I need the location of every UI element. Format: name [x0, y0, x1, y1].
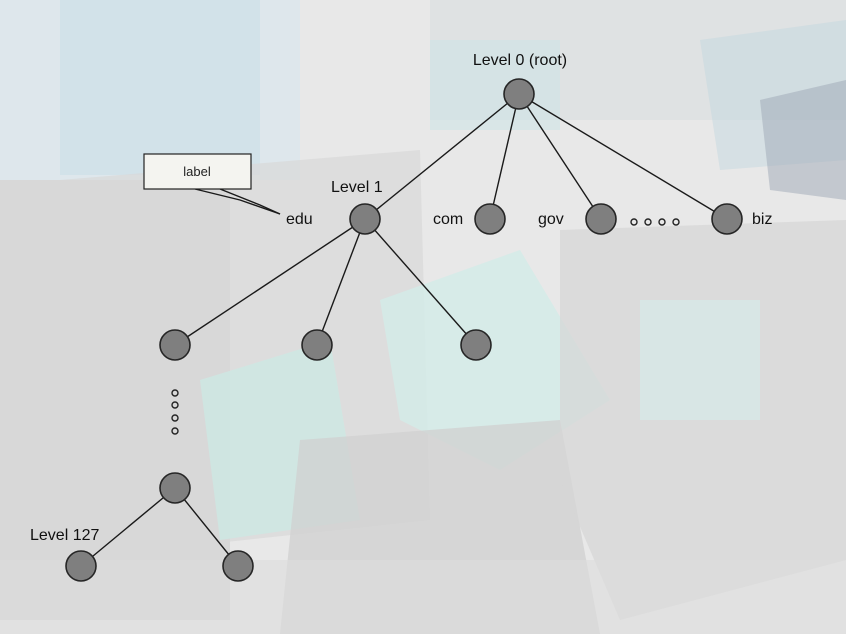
edge-edu-child3: [364, 218, 477, 346]
edge-edu-child1: [174, 218, 366, 346]
callout-pointer: [194, 188, 281, 215]
edge-root-gov: [518, 93, 602, 220]
deep-node: [159, 472, 191, 504]
biz-label: biz: [752, 211, 772, 228]
edu-child-node-3: [460, 329, 492, 361]
ellipsis-dot: [630, 218, 638, 226]
level127-label: Level 127: [30, 527, 99, 544]
edge-root-biz: [518, 93, 728, 220]
root-node: [503, 78, 535, 110]
root-label: Level 0 (root): [473, 52, 567, 69]
edu-node: [349, 203, 381, 235]
callout-pointer-2: [219, 188, 281, 215]
ellipsis-dot: [658, 218, 666, 226]
edge-deep-left: [80, 487, 176, 567]
ellipsis-dot: [171, 414, 179, 422]
edge-deep-right: [174, 487, 239, 567]
level127-node-left: [65, 550, 97, 582]
edu-child-node-1: [159, 329, 191, 361]
ellipsis-dot: [171, 427, 179, 435]
ellipsis-dot: [672, 218, 680, 226]
ellipsis-dot: [644, 218, 652, 226]
edge-root-com: [489, 93, 520, 220]
edge-root-edu: [364, 93, 520, 220]
com-node: [474, 203, 506, 235]
callout-box: [143, 153, 252, 190]
gov-node: [585, 203, 617, 235]
biz-node: [711, 203, 743, 235]
edge-edu-child2: [316, 218, 366, 346]
ellipsis-dot: [171, 401, 179, 409]
ellipsis-dot: [171, 389, 179, 397]
level1-label: Level 1: [331, 179, 383, 196]
edu-child-node-2: [301, 329, 333, 361]
gov-label: gov: [538, 211, 564, 228]
callout-label: label: [183, 164, 211, 179]
edu-label: edu: [286, 211, 313, 228]
com-label: com: [433, 211, 463, 228]
level127-node-right: [222, 550, 254, 582]
